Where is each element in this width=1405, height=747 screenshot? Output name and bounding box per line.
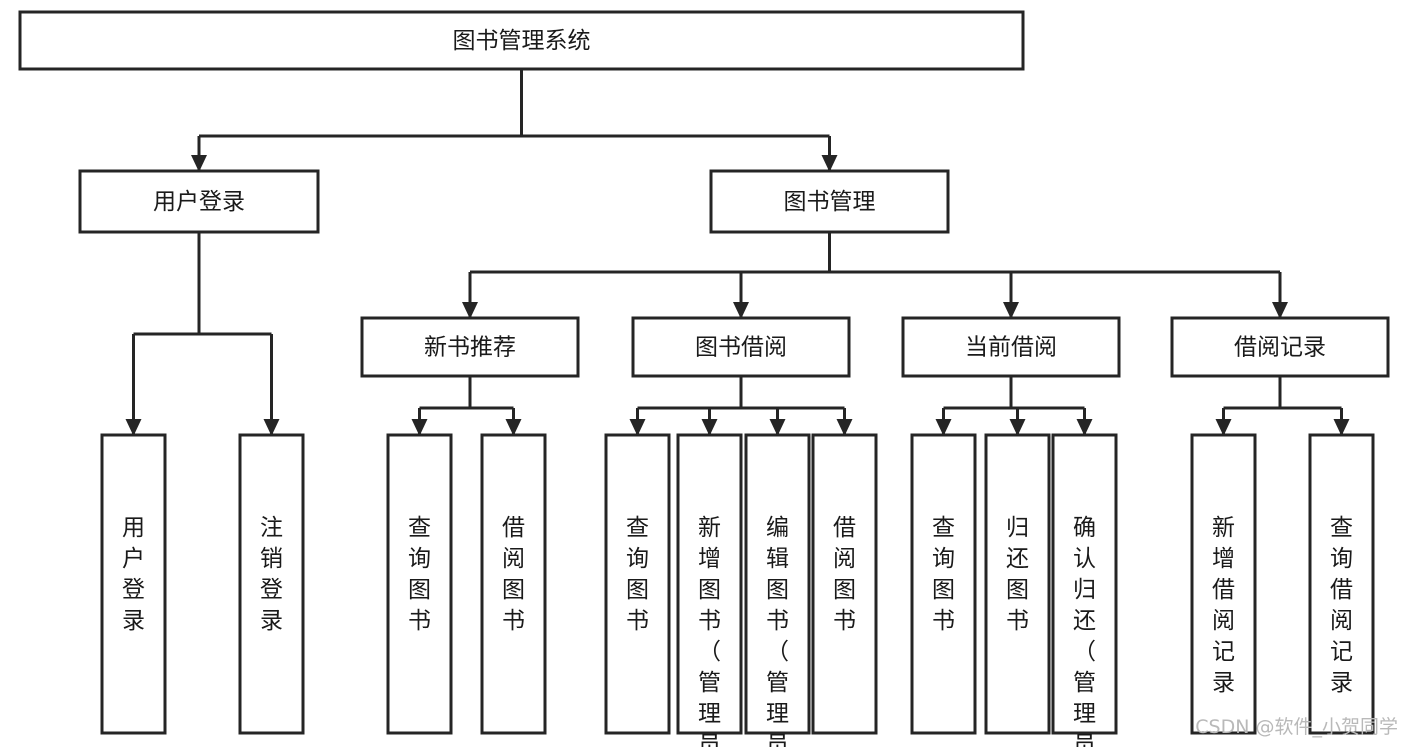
node-leaf-query-record[interactable]: 查询借阅记录 xyxy=(1308,433,1375,735)
node-leaf-logout[interactable]: 注销登录 xyxy=(238,433,305,735)
node-box-leaf-borrow-book-1[interactable] xyxy=(480,433,547,735)
watermark-label: CSDN @软件_小贺同学 xyxy=(1195,716,1398,738)
node-leaf-borrow-book-1[interactable]: 借阅图书 xyxy=(480,433,547,735)
node-label-leaf-add-book: 新增图书（管理员） xyxy=(698,515,721,747)
node-box-leaf-return-book[interactable] xyxy=(984,433,1051,735)
node-leaf-query-book-2[interactable]: 查询图书 xyxy=(604,433,671,735)
node-box-leaf-add-book[interactable] xyxy=(676,433,743,735)
node-box-leaf-user-login[interactable] xyxy=(100,433,167,735)
node-box-leaf-borrow-book-2[interactable] xyxy=(811,433,878,735)
node-label-new-book-recommend: 新书推荐 xyxy=(424,335,516,361)
arrow-head-icon xyxy=(462,302,478,319)
node-box-new-book-recommend[interactable] xyxy=(360,316,580,378)
node-label-leaf-user-login: 用户登录 xyxy=(122,515,145,634)
node-root[interactable]: 图书管理系统 xyxy=(18,10,1025,71)
arrow-head-icon xyxy=(1076,419,1093,436)
arrow-head-icon xyxy=(769,419,786,436)
node-leaf-confirm-return[interactable]: 确认归还（管理员） xyxy=(1051,433,1118,747)
node-current-borrow[interactable]: 当前借阅 xyxy=(901,316,1121,378)
arrow-head-icon xyxy=(701,419,718,436)
node-label-leaf-borrow-book-1: 借阅图书 xyxy=(502,515,525,634)
arrow-head-icon xyxy=(411,419,428,436)
arrow-head-icon xyxy=(505,419,522,436)
arrow-head-icon xyxy=(1003,302,1019,319)
node-user-login[interactable]: 用户登录 xyxy=(78,169,320,234)
node-label-book-management: 图书管理 xyxy=(784,189,876,215)
node-borrow-record[interactable]: 借阅记录 xyxy=(1170,316,1390,378)
node-box-leaf-query-book-3[interactable] xyxy=(910,433,977,735)
node-box-user-login[interactable] xyxy=(78,169,320,234)
node-book-borrow[interactable]: 图书借阅 xyxy=(631,316,851,378)
node-label-leaf-edit-book: 编辑图书（管理员） xyxy=(766,515,789,747)
node-box-book-borrow[interactable] xyxy=(631,316,851,378)
node-label-leaf-borrow-book-2: 借阅图书 xyxy=(833,515,856,634)
node-label-leaf-confirm-return: 确认归还（管理员） xyxy=(1073,515,1096,747)
node-box-leaf-edit-book[interactable] xyxy=(744,433,811,735)
node-box-borrow-record[interactable] xyxy=(1170,316,1390,378)
arrow-head-icon xyxy=(733,302,749,319)
connector-layer xyxy=(125,69,1350,436)
node-leaf-return-book[interactable]: 归还图书 xyxy=(984,433,1051,735)
arrow-head-icon xyxy=(935,419,952,436)
node-label-current-borrow: 当前借阅 xyxy=(965,335,1057,361)
node-label-leaf-query-book-1: 查询图书 xyxy=(408,515,431,634)
node-leaf-add-book[interactable]: 新增图书（管理员） xyxy=(676,433,743,747)
arrow-head-icon xyxy=(836,419,853,436)
node-layer: 图书管理系统用户登录用户登录注销登录图书管理新书推荐查询图书借阅图书图书借阅查询… xyxy=(18,10,1390,747)
node-box-leaf-confirm-return[interactable] xyxy=(1051,433,1118,735)
node-box-book-management[interactable] xyxy=(709,169,950,234)
node-leaf-borrow-book-2[interactable]: 借阅图书 xyxy=(811,433,878,735)
arrow-head-icon xyxy=(263,419,280,436)
node-label-borrow-record: 借阅记录 xyxy=(1234,335,1326,361)
node-leaf-query-book-1[interactable]: 查询图书 xyxy=(386,433,453,735)
node-box-leaf-query-book-1[interactable] xyxy=(386,433,453,735)
node-box-leaf-add-record[interactable] xyxy=(1190,433,1257,735)
arrow-head-icon xyxy=(1009,419,1026,436)
node-label-leaf-logout: 注销登录 xyxy=(260,515,283,634)
node-box-leaf-query-record[interactable] xyxy=(1308,433,1375,735)
arrow-head-icon xyxy=(629,419,646,436)
node-book-management[interactable]: 图书管理 xyxy=(709,169,950,234)
arrow-head-icon xyxy=(1272,302,1288,319)
node-label-user-login: 用户登录 xyxy=(153,189,245,215)
node-new-book-recommend[interactable]: 新书推荐 xyxy=(360,316,580,378)
node-leaf-add-record[interactable]: 新增借阅记录 xyxy=(1190,433,1257,735)
node-label-leaf-return-book: 归还图书 xyxy=(1006,515,1029,634)
node-label-root: 图书管理系统 xyxy=(453,28,591,54)
node-box-root[interactable] xyxy=(18,10,1025,71)
arrow-head-icon xyxy=(191,155,207,172)
node-box-leaf-logout[interactable] xyxy=(238,433,305,735)
node-label-leaf-query-book-2: 查询图书 xyxy=(626,515,649,634)
node-label-leaf-query-book-3: 查询图书 xyxy=(932,515,955,634)
node-label-leaf-add-record: 新增借阅记录 xyxy=(1212,515,1235,696)
arrow-head-icon xyxy=(821,155,838,172)
node-label-book-borrow: 图书借阅 xyxy=(695,335,787,361)
node-box-current-borrow[interactable] xyxy=(901,316,1121,378)
node-label-leaf-query-record: 查询借阅记录 xyxy=(1330,515,1353,696)
node-leaf-edit-book[interactable]: 编辑图书（管理员） xyxy=(744,433,811,747)
arrow-head-icon xyxy=(125,419,142,436)
arrow-head-icon xyxy=(1333,419,1350,436)
node-leaf-query-book-3[interactable]: 查询图书 xyxy=(910,433,977,735)
node-box-leaf-query-book-2[interactable] xyxy=(604,433,671,735)
arrow-head-icon xyxy=(1215,419,1232,436)
node-leaf-user-login[interactable]: 用户登录 xyxy=(100,433,167,735)
